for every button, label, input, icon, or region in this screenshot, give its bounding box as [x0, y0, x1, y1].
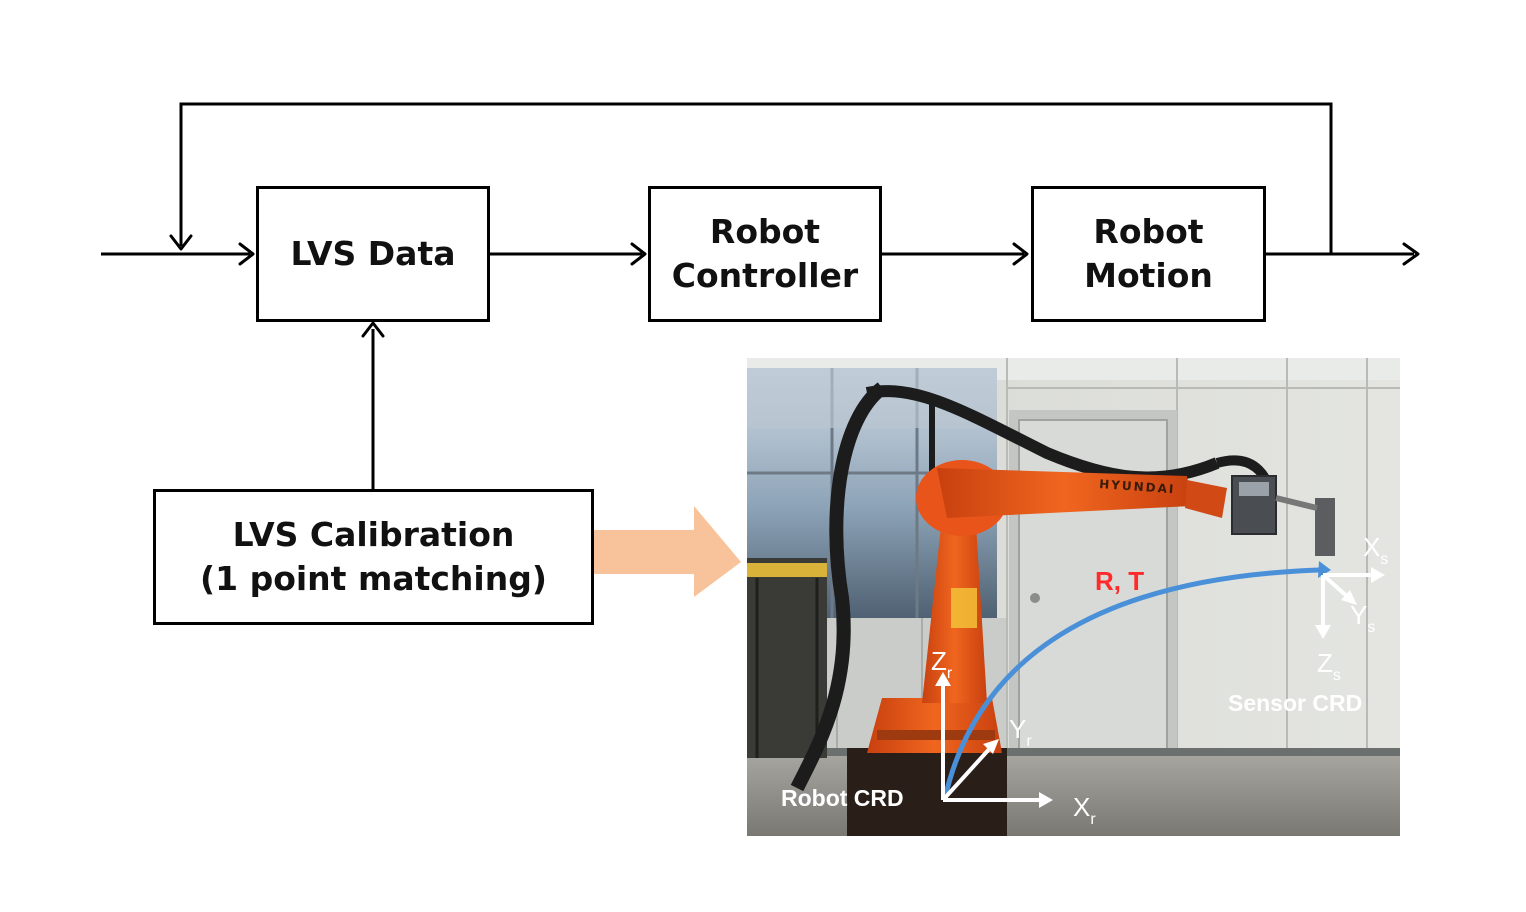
- sensor-frame-y-axis: [1321, 573, 1351, 600]
- baseboard: [747, 748, 1400, 756]
- sensor-frame-axes: [1321, 573, 1375, 628]
- robot-frame-z-label: Zr: [931, 646, 953, 682]
- transform-label: R, T: [1095, 566, 1144, 596]
- robot-motion-label-line2: Motion: [1084, 256, 1213, 295]
- robot-frame-y-label: Yr: [1009, 714, 1032, 750]
- robot-motion-block: Robot Motion: [1031, 186, 1266, 322]
- robot-wrist: [1185, 480, 1227, 518]
- cable-main: [790, 382, 887, 792]
- sensor-frame-y-label: Ys: [1350, 600, 1375, 636]
- robot-photo: HYUNDAI R, T Xr Zr Yr Robot CRD: [747, 358, 1400, 836]
- input-arrowhead: [238, 242, 255, 266]
- robot-scene: HYUNDAI R, T Xr Zr Yr Robot CRD: [747, 358, 1400, 836]
- robot-frame-arrowheads: [935, 672, 1053, 808]
- robot-motion-label-line1: Robot: [1093, 212, 1204, 251]
- lvs-data-label: LVS Data: [290, 234, 456, 273]
- lvs-data-block: LVS Data: [256, 186, 490, 322]
- robot-controller-block: Robot Controller: [648, 186, 882, 322]
- feedback-arrowhead: [169, 234, 193, 251]
- output-arrowhead: [1402, 242, 1420, 266]
- robot-brand-text: HYUNDAI: [1099, 477, 1176, 496]
- lvs-calibration-block: LVS Calibration (1 point matching): [153, 489, 594, 625]
- robot-upper-arm: [937, 468, 1192, 518]
- calibration-arrowhead: [361, 321, 385, 338]
- robot-frame-axes: [941, 683, 1042, 802]
- door-handle: [1030, 593, 1040, 603]
- transform-arc-arrowhead: [1318, 561, 1331, 578]
- robot-controller-label-line1: Robot: [709, 212, 821, 251]
- robot-pedestal: [847, 748, 1007, 836]
- sensor-frame-arrowheads: [1315, 567, 1385, 639]
- robot-controller-label-line2: Controller: [671, 256, 859, 295]
- sensor-frame-x-label: Xs: [1363, 532, 1388, 568]
- welding-torch: [1315, 498, 1335, 556]
- robot-frame-x-label: Xr: [1073, 792, 1096, 828]
- sensor-frame-name: Sensor CRD: [1228, 690, 1362, 716]
- robot-frame-name: Robot CRD: [781, 785, 904, 811]
- motion-arrowhead: [1012, 242, 1029, 266]
- equipment-rack: [747, 558, 827, 758]
- transform-arc: [942, 567, 1320, 799]
- robot-frame-y-axis: [941, 744, 994, 802]
- feedback-loop-line: [179, 102, 1333, 254]
- calibration-to-photo-arrow: [594, 506, 741, 597]
- controller-arrowhead: [630, 242, 647, 266]
- lvs-calibration-label-line1: LVS Calibration: [232, 515, 515, 554]
- sensor-frame-z-label: Zs: [1317, 648, 1341, 684]
- lvs-calibration-label-line2: (1 point matching): [200, 559, 547, 598]
